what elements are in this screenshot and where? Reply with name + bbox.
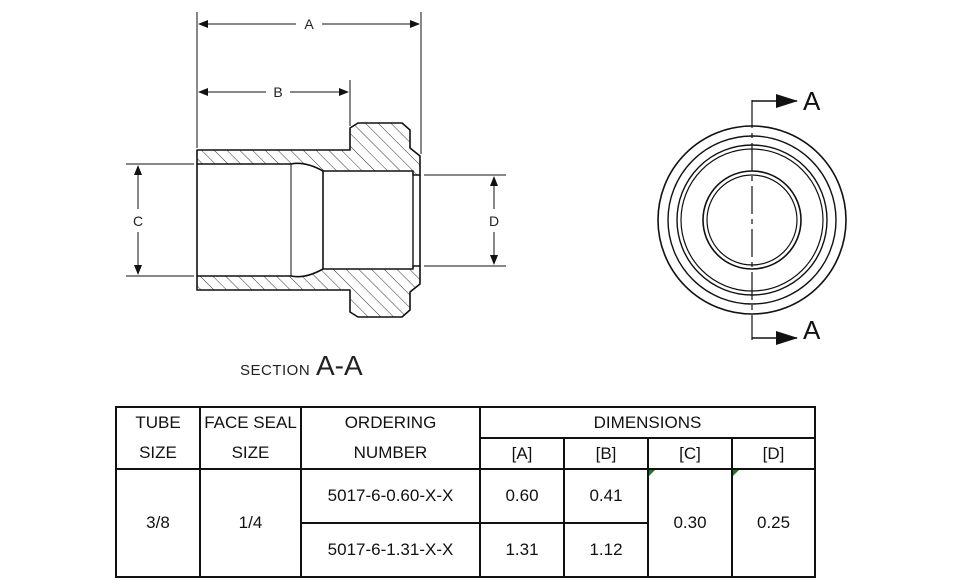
section-title: SECTION A-A <box>240 350 363 381</box>
dimension-d: D <box>489 176 499 265</box>
dim-d-cell: 0.25 <box>731 468 816 578</box>
tube-size-cell: 3/8 <box>115 468 201 578</box>
dim-c-cell: 0.30 <box>647 468 733 578</box>
dimension-c-label: C <box>133 213 143 229</box>
technical-drawing: A B C D SECTION A-A A A <box>126 12 847 381</box>
section-title-prefix: SECTION <box>240 362 310 379</box>
dim-d-header: [D] <box>731 437 816 470</box>
tube-size-header-line2: SIZE <box>115 438 201 470</box>
dimension-b: B <box>198 84 349 100</box>
cut-plane-label-bottom: A <box>803 315 821 345</box>
face-seal-size-header-line2: SIZE <box>199 438 302 470</box>
cut-plane-label-top: A <box>803 86 821 116</box>
dim-a-header: [A] <box>479 437 565 470</box>
dimensions-table: TUBE FACE SEAL ORDERING DIMENSIONS SIZE … <box>115 406 816 578</box>
dimension-a: A <box>198 16 420 32</box>
dim-a-cell: 1.31 <box>479 522 565 578</box>
dim-c-header: [C] <box>647 437 733 470</box>
dim-b-cell: 1.12 <box>563 522 649 578</box>
ordering-number-cell: 5017-6-1.31-X-X <box>300 522 481 578</box>
dimensions-header: DIMENSIONS <box>479 406 816 439</box>
ordering-number-header-line2: NUMBER <box>300 438 481 470</box>
section-title-name: A-A <box>316 350 363 381</box>
dimension-c: C <box>133 165 143 275</box>
extension-lines <box>126 12 506 277</box>
dimension-b-label: B <box>273 84 282 100</box>
face-seal-size-cell: 1/4 <box>199 468 302 578</box>
tube-size-header-line1: TUBE <box>115 406 201 438</box>
upper-wall-section <box>196 122 421 176</box>
ordering-number-cell: 5017-6-0.60-X-X <box>300 468 481 524</box>
dim-b-cell: 0.41 <box>563 468 649 524</box>
end-view <box>657 94 847 345</box>
section-view <box>196 122 421 318</box>
ordering-number-header-line1: ORDERING <box>300 406 481 438</box>
dim-a-cell: 0.60 <box>479 468 565 524</box>
lower-wall-section <box>196 265 421 318</box>
dimension-a-label: A <box>304 16 314 32</box>
dim-b-header: [B] <box>563 437 649 470</box>
dimension-d-label: D <box>489 213 499 229</box>
face-seal-size-header-line1: FACE SEAL <box>199 406 302 438</box>
